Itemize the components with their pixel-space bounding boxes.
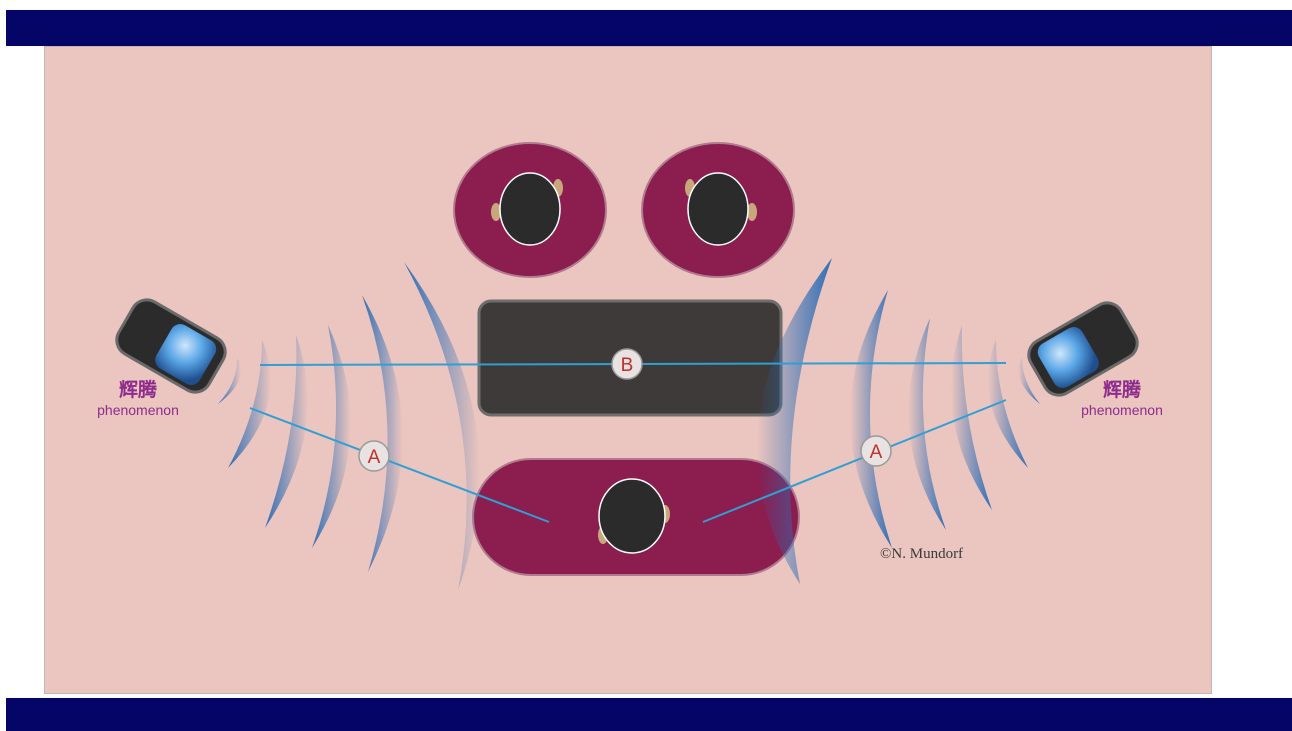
label-a-left: A [358,440,390,472]
label-a-right-text: A [870,442,883,463]
label-b-text: B [621,355,634,376]
ear [747,203,757,221]
wave-fronts-right [756,258,1040,584]
label-b: B [611,348,643,380]
path-a-right-line [702,399,1007,523]
wave-fronts-left [218,262,480,590]
brand-logo-left: 辉腾 phenomenon [74,379,202,418]
brand-logo-right: 辉腾 phenomenon [1058,379,1186,418]
speaker-cone [1037,327,1099,388]
seat-front [472,458,800,576]
bottom-bar [6,698,1292,731]
head [687,172,749,246]
copyright-notice: ©N. Mundorf [880,546,964,562]
speaker-cone [155,324,217,385]
seat-back-left [453,142,607,278]
brand-en: phenomenon [1081,401,1163,418]
speaker-left [115,298,227,394]
label-a-right: A [860,435,892,467]
label-a-left-text: A [368,447,381,468]
path-a-left-line [249,407,550,523]
seat-back-right [641,142,795,278]
head [499,172,561,246]
ear [491,203,501,221]
top-bar [6,10,1292,46]
head [598,478,666,554]
brand-cn: 辉腾 [118,379,157,401]
brand-cn: 辉腾 [1102,379,1141,401]
brand-en: phenomenon [97,401,179,418]
speaker-right [1027,301,1139,397]
